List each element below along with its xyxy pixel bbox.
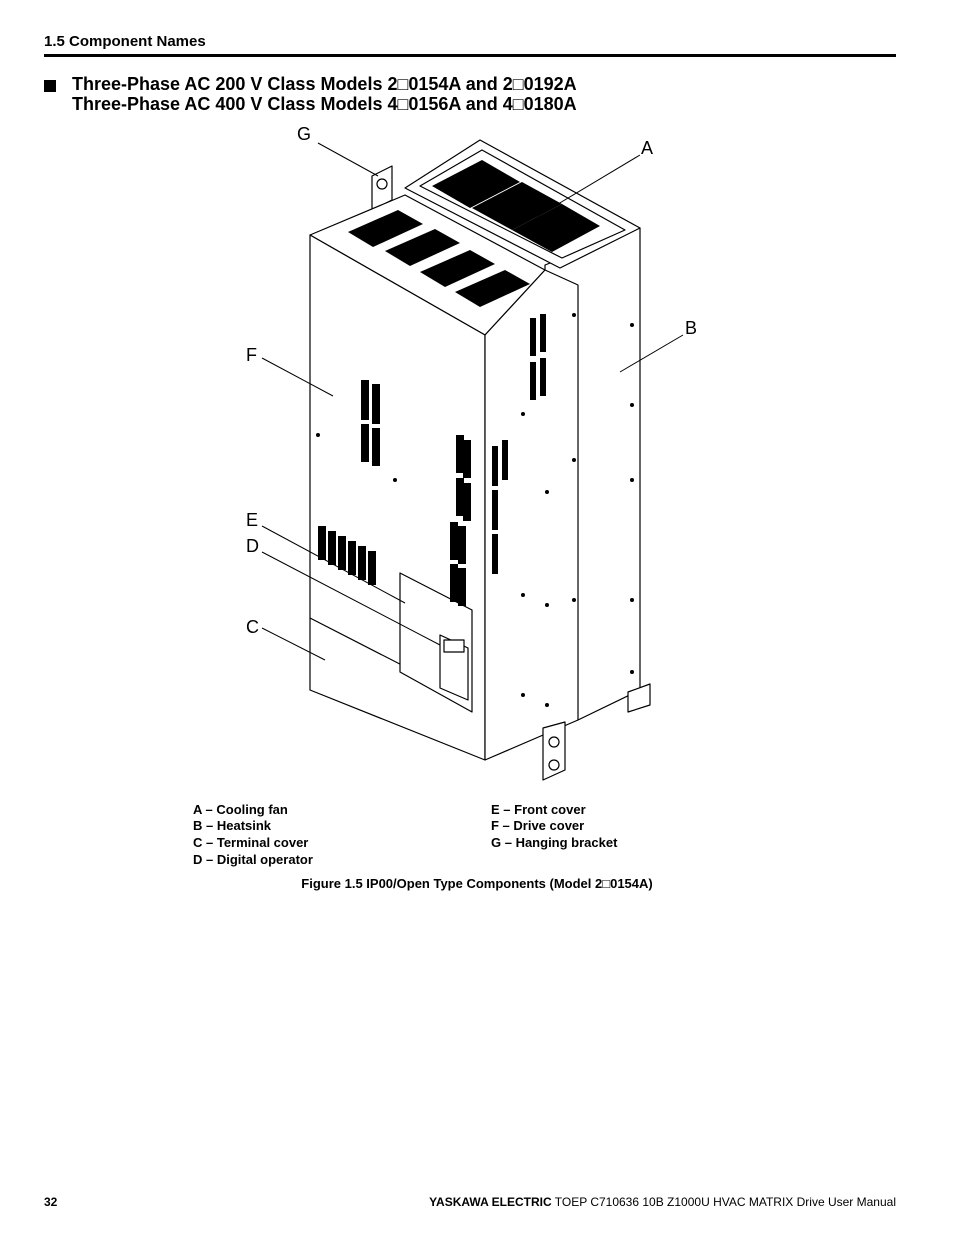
- callout-d: D: [246, 536, 259, 556]
- square-bullet-icon: [44, 80, 56, 92]
- legend-right-2: F – Drive cover: [491, 818, 585, 833]
- footer-document: YASKAWA ELECTRIC TOEP C710636 10B Z1000U…: [429, 1195, 896, 1209]
- legend-left-1: A – Cooling fan: [193, 802, 288, 817]
- callout-b: B: [685, 318, 697, 338]
- footer-title: TOEP C710636 10B Z1000U HVAC MATRIX Driv…: [551, 1195, 896, 1209]
- callout-e: E: [246, 510, 258, 530]
- title-line-1: Three-Phase AC 200 V Class Models 2□0154…: [72, 74, 577, 94]
- callout-c: C: [246, 617, 259, 637]
- legend-left-4: D – Digital operator: [193, 852, 313, 867]
- legend-right-1: E – Front cover: [491, 802, 586, 817]
- callout-g: G: [297, 124, 311, 144]
- section-header: 1.5 Component Names: [44, 33, 206, 50]
- page-number: 32: [44, 1195, 58, 1209]
- footer-publisher: YASKAWA ELECTRIC: [429, 1195, 552, 1209]
- legend-right-3: G – Hanging bracket: [491, 835, 618, 850]
- drive-side-face: [484, 269, 579, 761]
- callout-f: F: [246, 345, 257, 365]
- legend-left-2: B – Heatsink: [193, 818, 272, 833]
- section-rule: [44, 54, 896, 57]
- title-line-2: Three-Phase AC 400 V Class Models 4□0156…: [72, 94, 577, 114]
- callout-a: A: [641, 138, 653, 158]
- drive-illustration: G A B F E D C: [246, 124, 697, 781]
- figure-caption: Figure 1.5 IP00/Open Type Components (Mo…: [301, 876, 653, 891]
- legend-left-3: C – Terminal cover: [193, 835, 309, 850]
- hanging-bracket-bottom: [542, 721, 566, 781]
